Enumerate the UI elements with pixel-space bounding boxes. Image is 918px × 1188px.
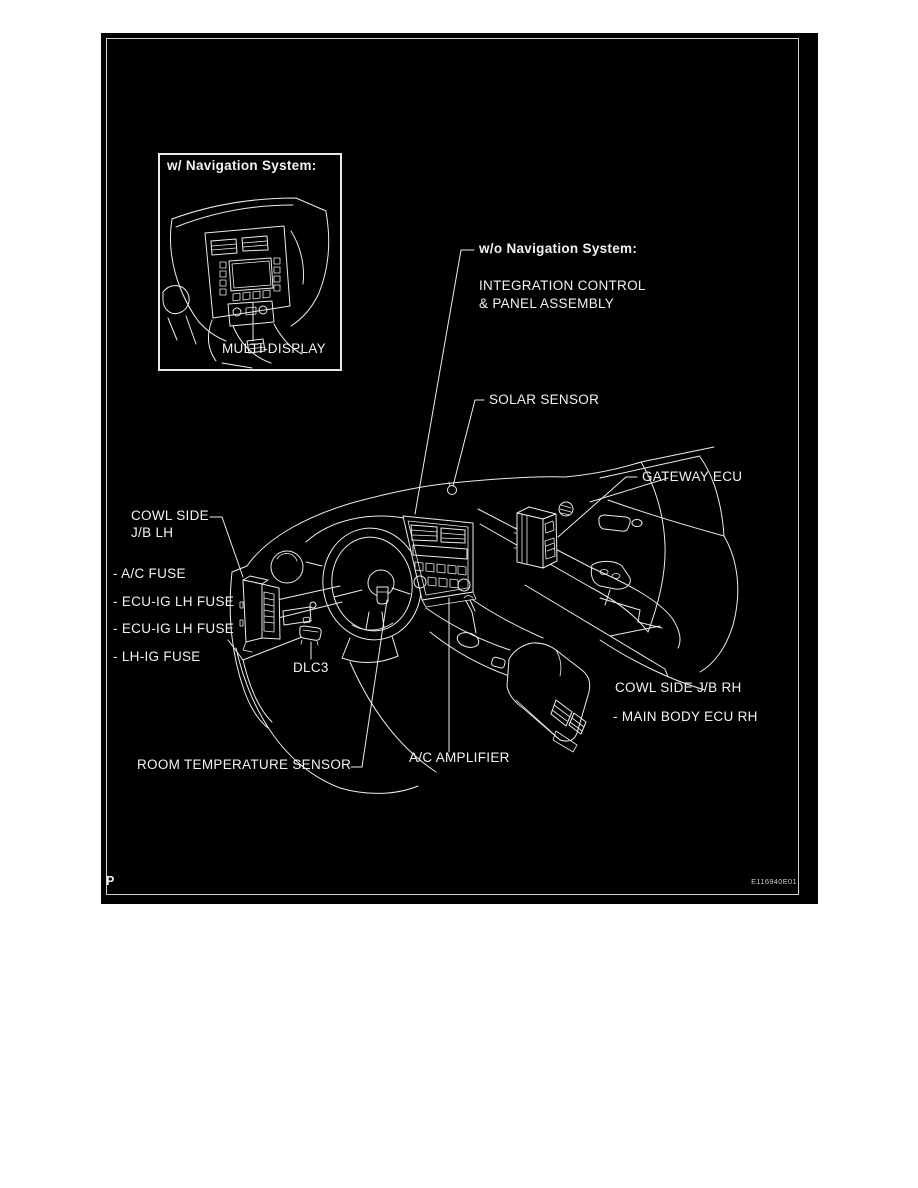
door-trim xyxy=(558,501,706,691)
inset-nav-box: w/ Navigation System: MULTI-DISPLAY xyxy=(158,153,342,371)
cowl-side-jb-lh-box xyxy=(239,575,281,653)
callout-cowl-side-jb-rh: COWL SIDE J/B RH xyxy=(615,680,742,695)
inset-drawing xyxy=(162,197,330,369)
room-temp-sensor-part xyxy=(376,586,389,605)
callout-multi-display: MULTI-DISPLAY xyxy=(222,341,326,356)
diagram-frame xyxy=(101,33,818,904)
callout-fuse-ac: - A/C FUSE xyxy=(113,566,186,581)
callout-cowl-side-jb-lh-line1: COWL SIDE xyxy=(131,508,209,523)
leader-cowl-side-jb-lh xyxy=(209,516,244,578)
figure-id: E116940E01 xyxy=(751,877,797,886)
center-console xyxy=(425,595,544,679)
leader-solar-sensor xyxy=(452,399,485,487)
callout-ac-amplifier: A/C AMPLIFIER xyxy=(409,750,510,765)
callout-integration-control-line2: & PANEL ASSEMBLY xyxy=(479,296,615,311)
callout-room-temp-sensor: ROOM TEMPERATURE SENSOR xyxy=(137,757,352,772)
callout-wo-nav-title: w/o Navigation System: xyxy=(479,241,638,256)
callout-fuse-lh-ig: - LH-IG FUSE xyxy=(113,649,201,664)
gateway-ecu-box xyxy=(513,506,558,569)
callout-dlc3: DLC3 xyxy=(293,660,329,675)
callout-solar-sensor: SOLAR SENSOR xyxy=(489,392,600,407)
page-marker: P xyxy=(106,874,115,888)
callout-fuse-ecu-ig-2: - ECU-IG LH FUSE xyxy=(113,621,235,636)
leader-integration-control xyxy=(414,249,475,515)
console-armrest-box xyxy=(506,642,591,753)
dlc3-connector xyxy=(299,625,322,646)
dashboard-drawing xyxy=(227,446,739,794)
center-stack xyxy=(402,515,477,608)
inset-title: w/ Navigation System: xyxy=(167,158,317,173)
callout-integration-control-line1: INTEGRATION CONTROL xyxy=(479,278,646,293)
callout-cowl-side-jb-lh-line2: J/B LH xyxy=(131,525,174,540)
callout-gateway-ecu: GATEWAY ECU xyxy=(642,469,743,484)
leader-gateway-ecu xyxy=(557,476,638,538)
callout-main-body-ecu-rh: - MAIN BODY ECU RH xyxy=(613,709,758,724)
leader-room-temp-sensor xyxy=(350,599,388,768)
leader-cowl-side-jb-rh xyxy=(524,584,669,678)
solar-sensor-part xyxy=(447,481,457,495)
diagram-border xyxy=(106,38,799,895)
leader-lines xyxy=(209,249,669,768)
callout-fuse-ecu-ig-1: - ECU-IG LH FUSE xyxy=(113,594,235,609)
